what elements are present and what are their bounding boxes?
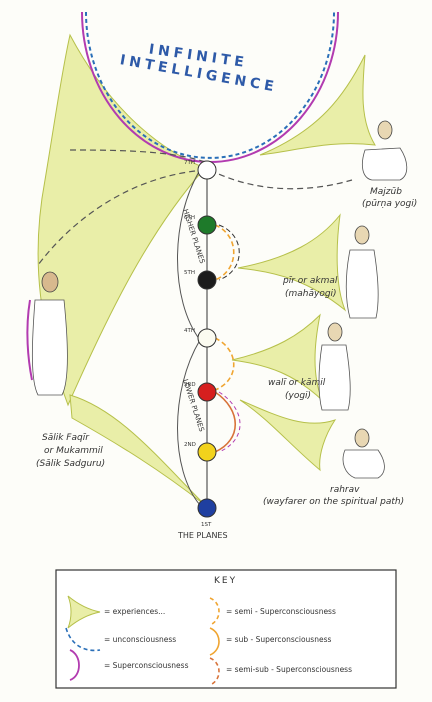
key-right-1: = semi - Superconsciousness	[226, 607, 336, 616]
pir-label-1: pīr or akmal	[282, 276, 338, 286]
arc-6-5-orange	[214, 224, 235, 281]
key-left-1: = experiences...	[104, 607, 165, 616]
key-unconscious-symbol	[65, 627, 101, 652]
key-superconscious-symbol	[69, 649, 80, 681]
key-sub-symbol	[209, 627, 220, 656]
plane-7-circle	[197, 160, 217, 180]
wali-label-1: walī or kāmil	[268, 378, 326, 388]
key-box	[55, 569, 397, 689]
salik-figure	[26, 271, 68, 396]
majzub-experience-fan	[259, 54, 376, 156]
salik-label-1: Sālik Faqīr	[42, 433, 90, 443]
plane-6-label: 6TH	[184, 215, 195, 221]
rahrav-experience-fan	[239, 399, 337, 472]
higher-planes-arc	[177, 169, 201, 341]
wali-experience-fan	[231, 313, 323, 401]
infinite-intelligence-arc-blue	[85, 11, 335, 159]
plane-1-label: 1ST	[201, 522, 212, 528]
majzub-figure	[361, 120, 408, 181]
key-semi-sub-symbol	[209, 657, 220, 686]
plane-4-circle	[197, 328, 217, 348]
plane-5-label: 5TH	[184, 270, 195, 276]
rahrav-figure	[342, 428, 385, 479]
plane-2-circle	[197, 442, 217, 462]
arc-4-3-orange	[214, 337, 235, 391]
salik-label-3: (Sālik Sadguru)	[36, 459, 105, 469]
plane-6-circle	[197, 215, 217, 235]
rahrav-label-1: rahrav	[330, 485, 360, 495]
key-right-2: = sub - Superconsciousness	[226, 635, 331, 644]
key-right-3: = semi-sub - Superconsciousness	[226, 665, 352, 674]
plane-3-circle	[197, 382, 217, 402]
plane-3-label: 3RD	[184, 382, 196, 388]
plane-1-circle	[197, 498, 217, 518]
arc-3-2-orange	[214, 391, 237, 453]
plane-4-label: 4TH	[184, 328, 195, 334]
key-semi-symbol	[209, 597, 220, 626]
key-title: KEY	[214, 576, 237, 586]
pir-label-2: (mahāyogi)	[285, 289, 337, 299]
lower-planes-arc	[177, 339, 201, 506]
wali-label-2: (yogi)	[285, 391, 311, 401]
planes-group: 1ST 2ND 3RD 4TH 5TH 6TH 7TH	[184, 160, 217, 528]
key-left-2: = unconsciousness	[104, 635, 176, 644]
majzub-label-2: (pūrṇa yogi)	[362, 199, 417, 209]
pir-figure	[345, 225, 379, 319]
arc-6-5-dark	[218, 224, 240, 281]
plane-7-label: 7TH	[184, 160, 195, 166]
arc-3-2-purple	[218, 391, 241, 453]
top-left-connector-dashed	[69, 149, 206, 163]
majzub-label-1: Majzūb	[370, 187, 402, 197]
planes-caption: THE PLANES	[177, 531, 228, 540]
salik-label-2: or Mukammil	[44, 446, 103, 456]
plane-5-circle	[197, 270, 217, 290]
wali-figure	[318, 322, 351, 411]
pir-experience-fan	[237, 213, 347, 312]
plane-2-label: 2ND	[184, 442, 196, 448]
rahrav-label-2: (wayfarer on the spiritual path)	[263, 497, 404, 507]
key-left-3: = Superconsciousness	[104, 661, 189, 670]
key-experience-symbol	[67, 595, 101, 629]
majzub-connector-dashed	[209, 169, 353, 190]
salik-connector-dashed	[37, 169, 206, 266]
